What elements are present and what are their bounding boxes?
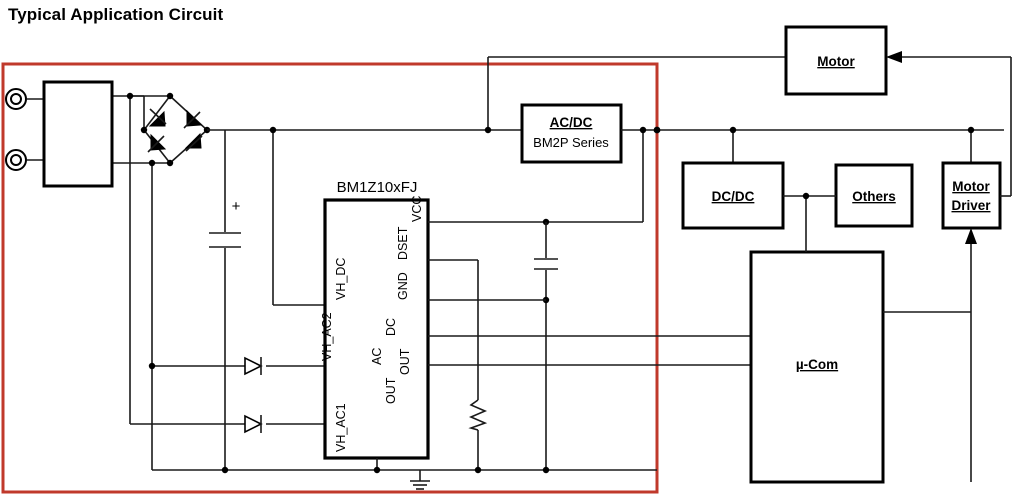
ac-line-detection-region xyxy=(1,62,659,494)
ic-output-wires xyxy=(373,130,751,474)
dcdc-block[interactable] xyxy=(681,161,785,230)
acdc-output-wires xyxy=(484,56,1004,163)
motor-block-label: Motor xyxy=(817,54,855,69)
ic-pin-label-gnd: GND xyxy=(396,272,410,300)
ucom-block-label: µ-Com xyxy=(796,357,838,372)
motor-driver-block-label-line1: Motor xyxy=(952,179,990,194)
ic-pin-label-vcc: VCC xyxy=(410,196,424,222)
vh-ac2-diode xyxy=(244,356,263,376)
motor-block[interactable] xyxy=(784,25,888,96)
ic-pin-label-ac-out-line2: OUT xyxy=(384,377,398,404)
motor-driver-block[interactable] xyxy=(941,161,1002,230)
ac-input-terminal-l xyxy=(5,88,27,110)
ucom-block[interactable] xyxy=(749,250,885,484)
system-wires xyxy=(783,51,1012,482)
motor-driver-block-label-line2: Driver xyxy=(951,198,991,213)
others-block-label: Others xyxy=(852,189,896,204)
bulk-capacitor-polarity: + xyxy=(232,198,241,215)
bridge-rectifier xyxy=(140,92,211,167)
others-block[interactable] xyxy=(834,163,914,228)
dset-resistor xyxy=(468,399,488,431)
ac-sense-wires xyxy=(126,92,325,470)
vcc-decoupling-capacitor xyxy=(534,258,558,270)
ic-pin-label-ac-out-line1: AC xyxy=(370,348,384,365)
ic-pin-label-vh-dc: VH_DC xyxy=(334,258,348,300)
motor-input-arrow xyxy=(886,51,902,63)
acdc-block-label: AC/DC xyxy=(550,115,593,130)
ac-input-terminal-n xyxy=(5,149,27,171)
dc-bus-wires xyxy=(152,126,657,474)
acdc-block-sublabel: BM2P Series xyxy=(533,135,609,150)
motor-driver-input-arrow xyxy=(965,228,977,244)
ic-pin-label-dc-out-line1: DC xyxy=(384,318,398,336)
ic-pin-label-vh-ac2: VH_AC2 xyxy=(320,312,334,361)
bulk-capacitor: + xyxy=(209,198,241,248)
ic-pin-label-dc-out-line2: OUT xyxy=(398,348,412,375)
ic-part-number: BM1Z10xFJ xyxy=(337,179,418,196)
ic-bm1z10xfj[interactable]: BM1Z10xFJ VH_DC VH_AC2 VH_AC1 VCC DSET G… xyxy=(320,179,430,460)
filter-block[interactable] xyxy=(42,80,114,188)
vh-ac1-diode xyxy=(244,414,263,434)
ground-symbol xyxy=(410,470,430,490)
ic-pin-label-vh-ac1: VH_AC1 xyxy=(334,403,348,452)
dcdc-block-label: DC/DC xyxy=(712,189,755,204)
figure-title: Typical Application Circuit xyxy=(8,5,224,24)
acdc-converter-block[interactable] xyxy=(520,103,623,164)
ic-pin-label-dset: DSET xyxy=(396,226,410,260)
